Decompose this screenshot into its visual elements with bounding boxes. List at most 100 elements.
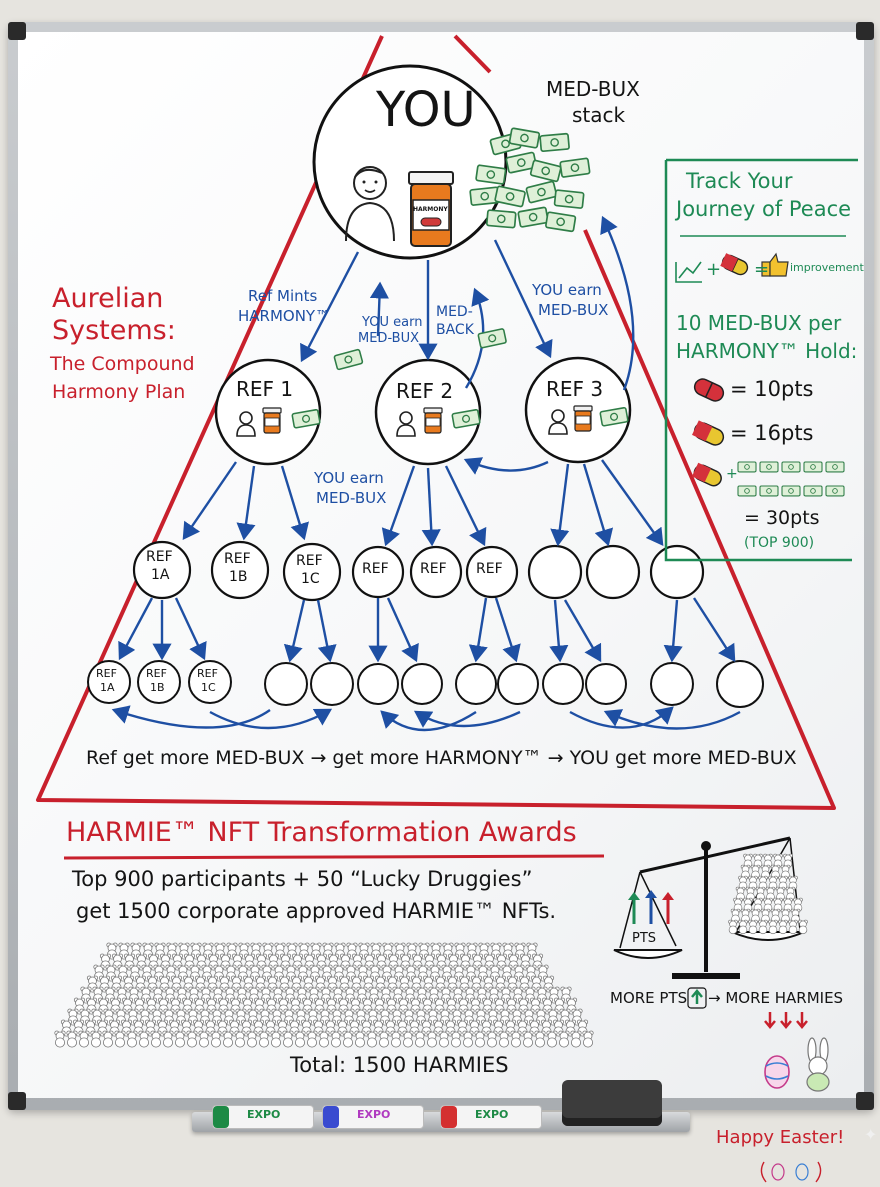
ref-sub-label: REF bbox=[146, 667, 167, 680]
harmie-bear bbox=[768, 919, 778, 935]
side-title: Aurelian bbox=[52, 283, 164, 314]
green-marker[interactable]: EXPO bbox=[212, 1105, 314, 1129]
points-title: Track Your bbox=[686, 169, 793, 193]
purple-marker[interactable]: EXPO bbox=[322, 1105, 424, 1129]
stack-label: MED-BUX bbox=[546, 77, 640, 101]
ref-sub-label: 1B bbox=[229, 569, 248, 585]
ref-sub-label: REF bbox=[420, 561, 447, 577]
level3-circles bbox=[132, 540, 705, 602]
ref-sub-label: 1C bbox=[201, 681, 216, 694]
bottom-flow-text: Ref get more MED-BUX → get more HARMONY™… bbox=[86, 747, 797, 769]
harmie-bear bbox=[54, 1030, 66, 1048]
top-note: (TOP 900) bbox=[744, 535, 815, 551]
easter-bunny-icon bbox=[806, 1037, 830, 1092]
level4-circles bbox=[87, 660, 764, 708]
harmie-bear bbox=[330, 1030, 342, 1048]
frame-corner bbox=[8, 1092, 26, 1110]
harmie-bear bbox=[306, 1030, 318, 1048]
harmie-bear bbox=[90, 1030, 102, 1048]
harmie-bear bbox=[534, 1030, 546, 1048]
money-grid-icon bbox=[737, 461, 845, 497]
ref-sub-label: 1B bbox=[150, 681, 165, 694]
flow-label: MED- bbox=[436, 304, 473, 320]
harmie-bear bbox=[258, 1030, 270, 1048]
rate-label: 10 MED-BUX per bbox=[676, 311, 842, 335]
points-box-border bbox=[664, 160, 852, 562]
harmie-bear bbox=[162, 1030, 174, 1048]
ref-sub-label: REF bbox=[296, 553, 323, 569]
easter-greeting: Happy Easter! bbox=[716, 1127, 845, 1148]
flow-label: HARMONY™ bbox=[238, 307, 331, 325]
more-pts-label: MORE PTS bbox=[610, 989, 688, 1007]
harmie-bear bbox=[402, 1030, 414, 1048]
green-up-arrow-icon bbox=[687, 987, 707, 1009]
harmie-bear bbox=[748, 919, 758, 935]
harmie-bear bbox=[778, 919, 788, 935]
more-harmies-label: → MORE HARMIES bbox=[708, 989, 844, 1007]
ref-sub-label: REF bbox=[96, 667, 117, 680]
harmie-bear bbox=[366, 1030, 378, 1048]
harmie-bear bbox=[246, 1030, 258, 1048]
marker-cap bbox=[213, 1106, 229, 1128]
harmie-bear bbox=[138, 1030, 150, 1048]
pill-icon bbox=[693, 378, 725, 402]
ref-sub-label: REF bbox=[146, 549, 173, 565]
harmie-bear bbox=[522, 1030, 534, 1048]
money-icon bbox=[333, 348, 364, 371]
points-title: Journey of Peace bbox=[676, 197, 852, 221]
awards-title: HARMIE™ NFT Transformation Awards bbox=[66, 817, 577, 848]
harmie-bear bbox=[426, 1030, 438, 1048]
harmie-bear bbox=[114, 1030, 126, 1048]
flow-label: Ref Mints bbox=[248, 287, 318, 305]
awards-text: get 1500 corporate approved HARMIE™ NFTs… bbox=[76, 899, 557, 923]
harmie-bear bbox=[758, 919, 768, 935]
harmie-bear bbox=[234, 1030, 246, 1048]
you-label: YOU bbox=[376, 82, 476, 138]
harmony-bottle-icon bbox=[408, 171, 454, 247]
harmie-bear bbox=[270, 1030, 282, 1048]
frame-corner bbox=[856, 22, 874, 40]
marker-cap bbox=[441, 1106, 457, 1128]
harmie-bear bbox=[354, 1030, 366, 1048]
harmie-bear bbox=[582, 1030, 594, 1048]
pyramid-outline bbox=[453, 34, 492, 74]
harmie-bear bbox=[390, 1030, 402, 1048]
plus-sign: + bbox=[706, 259, 722, 280]
ref-sub-label: 1A bbox=[100, 681, 115, 694]
harmie-bear bbox=[788, 919, 798, 935]
harmie-bear bbox=[186, 1030, 198, 1048]
harmie-bear bbox=[378, 1030, 390, 1048]
sparkle-icon: ✦ bbox=[864, 1125, 877, 1144]
harmie-bear bbox=[474, 1030, 486, 1048]
harmie-bear bbox=[486, 1030, 498, 1048]
ref-sub-label: 1A bbox=[151, 567, 170, 583]
harmie-bear bbox=[282, 1030, 294, 1048]
harmie-bear bbox=[210, 1030, 222, 1048]
ref-label: REF 2 bbox=[396, 379, 454, 403]
red-marker[interactable]: EXPO bbox=[440, 1105, 542, 1129]
harmie-bear bbox=[294, 1030, 306, 1048]
bottle-label: HARMONY bbox=[413, 206, 448, 213]
red-down-arrows-icon bbox=[764, 1012, 808, 1029]
plus-sign: + bbox=[726, 466, 738, 482]
easter-egg-icon bbox=[764, 1055, 790, 1089]
harmie-bear bbox=[570, 1030, 582, 1048]
flow-label: YOU earn bbox=[532, 281, 602, 299]
harmie-bear bbox=[198, 1030, 210, 1048]
harmie-bear bbox=[558, 1030, 570, 1048]
harmie-bear bbox=[66, 1030, 78, 1048]
you-person-icon bbox=[345, 166, 395, 242]
bunny-egg-doodle-icon bbox=[760, 1161, 822, 1183]
awards-total: Total: 1500 HARMIES bbox=[290, 1053, 509, 1077]
side-title: Harmony Plan bbox=[52, 381, 186, 403]
flow-label: MED-BUX bbox=[538, 301, 609, 319]
awards-text: Top 900 participants + 50 “Lucky Druggie… bbox=[72, 867, 533, 891]
improvement-label: improvement bbox=[790, 261, 864, 274]
thumbs-up-icon bbox=[761, 252, 789, 277]
frame-corner bbox=[856, 1092, 874, 1110]
whiteboard-eraser[interactable] bbox=[562, 1080, 662, 1126]
harmie-bear bbox=[102, 1030, 114, 1048]
stack-label: stack bbox=[572, 103, 626, 127]
pill-icon bbox=[720, 253, 749, 276]
